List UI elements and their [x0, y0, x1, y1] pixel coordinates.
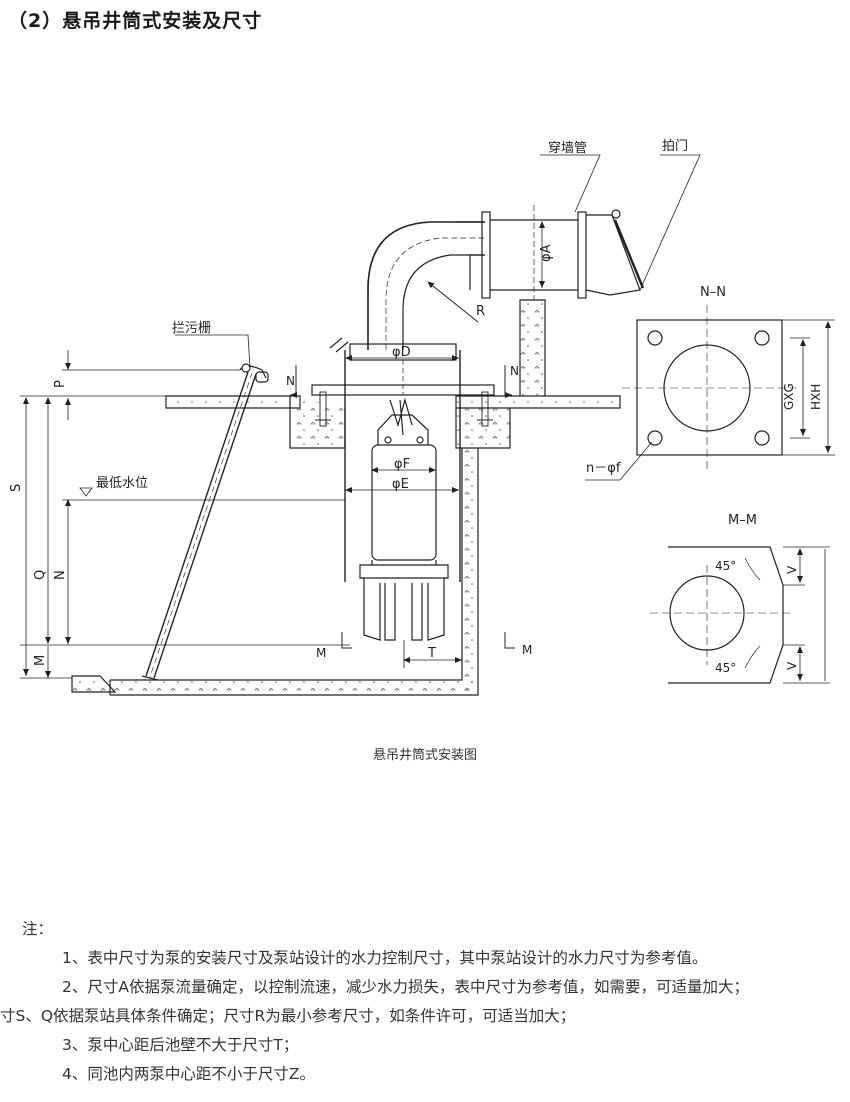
anchor-bolts	[315, 391, 493, 427]
n-marker-right: N	[510, 364, 519, 378]
p-label: P	[53, 380, 68, 388]
pump-dimensions	[345, 221, 545, 668]
radius-label: R	[476, 304, 485, 319]
discharge-elbow	[367, 221, 485, 350]
section-n-n-plate	[585, 305, 835, 481]
m-marker-right: M	[522, 643, 532, 657]
min-water-level-label: 最低水位	[96, 476, 148, 491]
n-marker-left: N	[286, 374, 295, 388]
n-left-label: N	[53, 570, 68, 580]
angle-top-label: 45°	[715, 559, 736, 573]
left-dimensions	[20, 350, 350, 679]
wall-pipe	[455, 205, 587, 300]
note-item: 4、同池内两泵中心距不小于尺寸Z。	[62, 1065, 315, 1083]
drawing-caption: 悬吊井筒式安装图	[372, 748, 477, 763]
dia-a-label: φA	[539, 244, 554, 262]
trash-rack	[141, 363, 269, 681]
note-item: 3、泵中心距后池壁不大于尺寸T；	[62, 1036, 299, 1054]
dia-e-label: φE	[392, 477, 409, 492]
s-label: S	[9, 484, 24, 492]
radius-line	[427, 281, 479, 323]
outlet-wall	[455, 299, 621, 449]
section-markers	[290, 365, 515, 649]
notes-title: 注：	[22, 920, 54, 938]
dia-f-label: φF	[394, 457, 410, 472]
section-m-m-title: M–M	[728, 513, 757, 528]
note-item: 寸S、Q依据泵站具体条件确定；尺寸R为最小参考尺寸，如条件许可，可适当加大；	[0, 1007, 576, 1025]
section-n-n-title: N–N	[700, 285, 726, 300]
pump-well-tube	[311, 337, 495, 582]
v-bottom-label: V	[785, 661, 799, 670]
trash-rack-label: 拦污栅	[172, 321, 211, 336]
flap-gate	[585, 209, 645, 296]
note-item: 1、表中尺寸为泵的安装尺寸及泵站设计的水力控制尺寸，其中泵站设计的水力尺寸为参考…	[62, 949, 708, 967]
gxg-label: GXG	[782, 383, 796, 410]
dia-d-label: φD	[392, 345, 411, 360]
m-left-label: M	[33, 655, 48, 666]
v-top-label: V	[785, 565, 799, 574]
t-label: T	[427, 646, 436, 661]
holes-label: n－φf	[586, 461, 621, 476]
q-label: Q	[33, 570, 48, 580]
ground-slab	[165, 395, 346, 449]
angle-bottom-label: 45°	[715, 661, 736, 675]
section-m-m-plate	[650, 546, 830, 684]
page-title: （2）悬吊井筒式安装及尺寸	[8, 10, 263, 32]
submersible-pump	[359, 397, 449, 641]
wall-pipe-label: 穿墙管	[548, 140, 587, 156]
installation-drawing: 穿墙管 拍门 拦污栅 最低水位 φA R φD φF φE P S Q N M …	[9, 139, 835, 696]
pump-pit	[71, 448, 479, 696]
flap-gate-label: 拍门	[662, 139, 688, 154]
hxh-label: HXH	[809, 384, 823, 410]
leader-lines	[175, 154, 701, 369]
m-marker-left: M	[316, 646, 326, 660]
notes-block: 注： 1、表中尺寸为泵的安装尺寸及泵站设计的水力控制尺寸，其中泵站设计的水力尺寸…	[0, 915, 850, 1089]
note-item: 2、尺寸A依据泵流量确定，以控制流速，减少水力损失，表中尺寸为参考值，如需要，可…	[62, 978, 749, 996]
